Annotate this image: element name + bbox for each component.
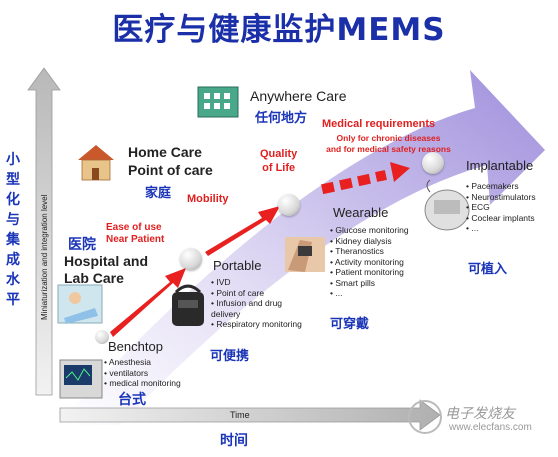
portable-cn-label: 可便携 (210, 349, 250, 364)
wearable-list: Glucose monitoring Kidney dialysis Thera… (330, 225, 409, 299)
red-arrow-1 (110, 268, 186, 337)
red-dashed-arrow (321, 162, 410, 195)
benchtop-cn-label: 台式 (118, 392, 146, 408)
home-care-label: Home Care Point of care (128, 144, 213, 178)
implantable-cn-label: 可植入 (468, 262, 508, 277)
wearable-label: Wearable (333, 205, 389, 220)
x-axis-cn-label: 时间 (220, 433, 248, 449)
implant-device-icon (424, 179, 470, 231)
red-arrow-2 (205, 206, 280, 256)
y-axis-cn-label: 小型化与 集成水平 (6, 152, 20, 308)
implantable-label: Implantable (466, 158, 534, 173)
benchtop-list: Anesthesia ventilators medical monitorin… (104, 357, 181, 389)
patient-icon (57, 284, 103, 324)
x-axis-label: Time (230, 410, 250, 420)
watermark-url: www.elecfans.com (449, 422, 532, 433)
portable-label: Portable (213, 258, 262, 273)
wearable-cn-label: 可穿戴 (330, 317, 370, 332)
implantable-list: Pacemakers Neurostimulators ECG Coclear … (466, 181, 535, 234)
ease-of-use-label: Ease of use Near Patient (106, 222, 165, 245)
medical-requirements-note: Only for chronic diseases and for medica… (326, 133, 451, 154)
quality-of-life-label: Quality of Life (260, 148, 298, 174)
anywhere-care-icon (197, 86, 239, 118)
watermark-cn: 电子发烧友 (445, 405, 515, 421)
y-axis-label: Miniaturization and integration level (40, 194, 49, 320)
benchtop-device-icon (59, 359, 103, 399)
hospital-label: Hospital and Lab Care (64, 253, 149, 286)
page-title: 医疗与健康监护MEMS (112, 12, 446, 48)
wearable-arm-icon (285, 237, 325, 272)
stage-ball-portable (180, 248, 202, 270)
portable-list: IVD Point of care Infusion and drug deli… (211, 277, 306, 330)
medical-requirements-title: Medical requirements (322, 118, 436, 130)
home-care-cn-label: 家庭 (145, 186, 172, 201)
portable-device-icon (172, 284, 204, 326)
house-icon (78, 145, 114, 181)
benchtop-label: Benchtop (108, 339, 163, 354)
anywhere-care-label: Anywhere Care (250, 88, 347, 104)
mobility-label: Mobility (187, 193, 229, 205)
y-axis-arrow (27, 67, 61, 396)
stage-ball-benchtop (95, 330, 109, 344)
watermark-logo-icon (408, 400, 442, 434)
hospital-cn-label: 医院 (68, 237, 96, 253)
anywhere-care-cn-label: 任何地方 (255, 111, 308, 126)
stage-ball-implantable (422, 152, 444, 174)
stage-ball-wearable (278, 194, 300, 216)
